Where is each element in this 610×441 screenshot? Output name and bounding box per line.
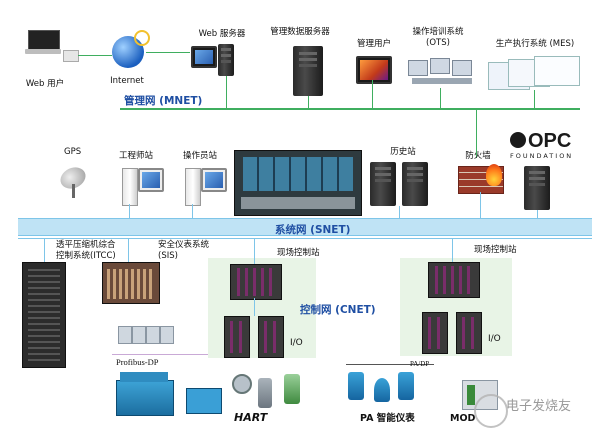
engineer-station-label: 工程师站 [118, 151, 153, 161]
mnet-drop-db [308, 96, 309, 108]
internet-to-web-line [146, 52, 190, 53]
mnet-drop-mes [534, 90, 535, 108]
mnet-label: 管理网 (MNET) [124, 95, 203, 107]
itcc-label-line2: 控制系统(ITCC) [56, 251, 116, 261]
internet-label: Internet [110, 76, 144, 86]
transmitter-icon-3 [284, 374, 300, 404]
history-server-2 [402, 162, 428, 206]
sis-label-line1: 安全仪表系统 [158, 240, 210, 250]
snet-drop-opc [537, 210, 538, 218]
io-module-1a [224, 316, 250, 358]
mes-label: 生产执行系统 (MES) [495, 39, 575, 49]
io-module-1b [258, 316, 284, 358]
watermark-logo-icon [474, 394, 508, 428]
snet-bus [18, 218, 592, 236]
pa-device-1 [348, 372, 364, 400]
snet-drop-itcc [44, 239, 45, 262]
opc-foundation-text: FOUNDATION [510, 152, 574, 160]
sis-chassis [102, 262, 160, 304]
io-module-2b [456, 312, 482, 354]
pa-device-2 [374, 378, 390, 402]
cnet-dashed [254, 298, 255, 316]
history-station-label: 历史站 [390, 147, 416, 157]
snet-drop-sis [128, 239, 129, 262]
mgmt-db-server-tower [293, 46, 323, 96]
flame-icon [486, 164, 502, 186]
gps-dish-icon [56, 163, 92, 198]
transmitter-icon-2 [258, 378, 272, 408]
mnet-line [120, 108, 580, 110]
itcc-label-line1: 透平压缩机综合 [56, 240, 116, 250]
transmitter-icon-1 [232, 374, 252, 394]
profibus-modules [118, 326, 186, 344]
mnet-drop-user [372, 80, 373, 108]
watermark-text: 电子发烧友 [506, 399, 572, 414]
modbus-label: MOD [450, 413, 476, 424]
ots-label-line1: 操作培训系统 [412, 27, 464, 37]
hart-label: HART [234, 411, 268, 424]
opc-server-tower [524, 166, 550, 210]
mnet-drop-ots [440, 88, 441, 108]
sis-label-line2: (SIS) [158, 251, 178, 261]
snet-line-lower [18, 238, 592, 239]
field-station-1-plc [230, 264, 282, 300]
ots-label-line2: (OTS) [426, 38, 450, 48]
mgmt-user-label: 管理用户 [356, 39, 391, 49]
ots-workstations [408, 56, 476, 88]
field-station-2-label: 现场控制站 [474, 245, 517, 255]
itcc-cabinet [22, 262, 66, 368]
mgmt-db-server-label: 管理数据服务器 [270, 27, 330, 37]
pa-device-3 [398, 372, 414, 400]
mnet-to-firewall [476, 108, 477, 158]
io-module-2a [422, 312, 448, 354]
web-server-label: Web 服务器 [198, 29, 246, 39]
gps-label: GPS [64, 147, 82, 157]
snet-drop-operator [192, 204, 193, 218]
profibus-io-blocks [116, 370, 174, 418]
snet-drop-engineer [129, 204, 130, 218]
io-2-label: I/O [488, 334, 501, 344]
pa-instrument-label: PA 智能仪表 [360, 413, 415, 424]
wifi-router-icon [63, 50, 79, 62]
profibus-converter [186, 388, 222, 414]
snet-drop-firewall [480, 192, 481, 218]
snet-drop-field2 [452, 239, 453, 262]
io-1-label: I/O [290, 338, 303, 348]
ie-logo-icon [134, 30, 150, 46]
web-server-monitor [191, 46, 217, 68]
operator-station-tower [185, 168, 201, 206]
cnet-label: 控制网 (CNET) [300, 304, 376, 316]
snet-drop-field1 [254, 239, 255, 264]
profibus-label: Profibus-DP [116, 357, 159, 367]
mes-screens [488, 56, 580, 90]
web-server-tower [218, 44, 234, 76]
user-to-internet-line [78, 55, 112, 56]
pa-bus-line [346, 364, 434, 365]
field-station-2-plc [428, 262, 480, 298]
pa-dp-label: PA/DP [410, 360, 430, 368]
mnet-drop-web [226, 76, 227, 108]
firewall-label: 防火墙 [465, 151, 491, 161]
operator-station-label: 操作员站 [182, 151, 217, 161]
operator-station-monitor [201, 168, 227, 192]
opc-logo: OPC FOUNDATION [510, 130, 580, 164]
opc-logo-text: OPC [528, 130, 572, 152]
mgmt-user-monitor [356, 56, 392, 84]
web-user-label: Web 用户 [25, 79, 65, 89]
snet-drop-history [399, 206, 400, 218]
snet-label: 系统网 (SNET) [275, 224, 351, 236]
engineer-station-monitor [138, 168, 164, 192]
field-station-1-label: 现场控制站 [277, 248, 320, 258]
profibus-line [112, 354, 208, 355]
history-server-1 [370, 162, 396, 206]
control-room-panel [234, 150, 362, 216]
web-user-laptop [25, 30, 61, 56]
engineer-station-tower [122, 168, 138, 206]
